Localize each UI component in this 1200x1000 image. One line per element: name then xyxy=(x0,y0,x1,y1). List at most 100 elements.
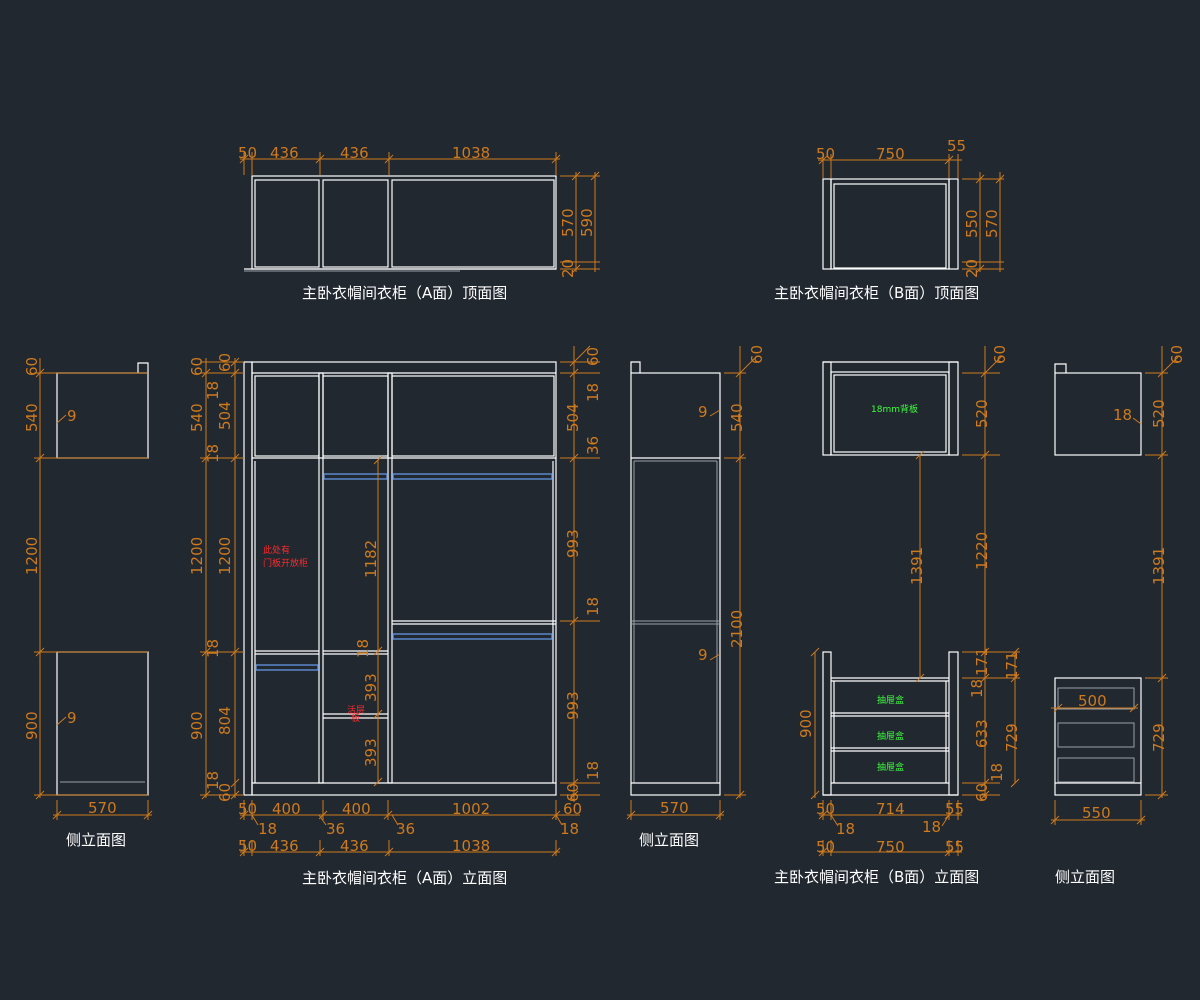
dim-text: 171 xyxy=(973,647,991,676)
dim-text: 18 xyxy=(204,639,222,658)
dim-text: 20 xyxy=(963,259,981,278)
dim-text: 633 xyxy=(973,719,991,748)
dim-text: 60 xyxy=(23,357,41,376)
dim-text: 2100 xyxy=(728,610,746,648)
dim-text: 18 xyxy=(988,763,1006,782)
dim-text: 9 xyxy=(67,407,77,425)
dim-text: 1200 xyxy=(23,537,41,575)
caption-side-2: 侧立面图 xyxy=(639,831,699,849)
dim-text: 570 xyxy=(983,209,1001,238)
dim-text: 436 xyxy=(340,144,369,162)
note-open-cabinet: 门板开放柜 xyxy=(263,557,308,569)
dim-text: 9 xyxy=(67,709,77,727)
caption-a-top: 主卧衣帽间衣柜（A面）顶面图 xyxy=(302,284,507,302)
dim-text: 18 xyxy=(836,820,855,838)
dim-text: 504 xyxy=(216,401,234,430)
dim-text: 900 xyxy=(188,711,206,740)
caption-b-elev: 主卧衣帽间衣柜（B面）立面图 xyxy=(774,868,979,886)
dim-text: 1220 xyxy=(973,532,991,570)
dim-text: 1200 xyxy=(216,537,234,575)
dim-text: 436 xyxy=(270,144,299,162)
dim-text: 436 xyxy=(340,837,369,855)
dim-text: 55 xyxy=(947,137,966,155)
note-backboard: 18mm背板 xyxy=(871,403,918,415)
dim-text: 50 xyxy=(238,800,257,818)
dim-text: 1391 xyxy=(908,547,926,585)
dim-text: 9 xyxy=(698,403,708,421)
dim-text: 50 xyxy=(816,145,835,163)
dim-text: 18 xyxy=(560,820,579,838)
hanging-rod xyxy=(392,633,553,640)
dim-text: 540 xyxy=(188,403,206,432)
b-face-elevation: 18mm背板 抽屉盒 抽屉盒 抽屉盒 1391 900 xyxy=(774,345,1021,886)
dim-text: 36 xyxy=(584,436,602,455)
hanging-rod xyxy=(323,473,388,480)
caption-b-top: 主卧衣帽间衣柜（B面）顶面图 xyxy=(774,284,979,302)
dim-text: 60 xyxy=(216,353,234,372)
dim-text: 18 xyxy=(584,383,602,402)
dim-text: 900 xyxy=(797,709,815,738)
note-shelf: 板 xyxy=(351,712,360,724)
dim-text: 55 xyxy=(945,838,964,856)
note-drawer: 抽屉盒 xyxy=(877,761,904,773)
side-view-1: 60 540 1200 900 9 9 570 侧立面图 xyxy=(23,357,153,849)
dim-text: 36 xyxy=(326,820,345,838)
dim-text: 1182 xyxy=(362,540,380,578)
dim-text: 750 xyxy=(876,838,905,856)
caption-side-1: 侧立面图 xyxy=(66,831,126,849)
dim-text: 60 xyxy=(1168,345,1186,364)
dim-text: 1038 xyxy=(452,837,490,855)
dim-text: 804 xyxy=(216,706,234,735)
dim-text: 9 xyxy=(698,646,708,664)
dim-text: 50 xyxy=(816,838,835,856)
dim-text: 20 xyxy=(559,259,577,278)
b-face-top-view: 50 750 55 550 570 20 主卧衣帽间衣柜（B面）顶面图 xyxy=(774,137,1005,302)
dim-text: 18 xyxy=(204,381,222,400)
dim-text: 60 xyxy=(564,783,582,802)
dim-text: 1038 xyxy=(452,144,490,162)
dim-text: 60 xyxy=(748,345,766,364)
a-face-top-view: 50 436 436 1038 570 590 20 主卧衣帽间衣柜（A面）顶面… xyxy=(238,144,600,302)
dim-text: 36 xyxy=(396,820,415,838)
a-face-elevation: 此处有 门板开放柜 活层 板 60 540 1200 900 60 18 504… xyxy=(188,345,602,887)
dim-text: 60 xyxy=(584,347,602,366)
dim-text: 60 xyxy=(188,357,206,376)
dim-text: 750 xyxy=(876,145,905,163)
dim-text: 18 xyxy=(204,444,222,463)
note-drawer: 抽屉盒 xyxy=(877,694,904,706)
dim-text: 540 xyxy=(23,403,41,432)
dim-text: 60 xyxy=(991,345,1009,364)
dim-text: 60 xyxy=(973,783,991,802)
dim-text: 50 xyxy=(238,144,257,162)
dim-text: 520 xyxy=(973,399,991,428)
hanging-rod xyxy=(255,664,319,671)
dim-text: 550 xyxy=(1082,804,1111,822)
dim-text: 50 xyxy=(816,800,835,818)
dim-text: 18 xyxy=(204,771,222,790)
dim-text: 55 xyxy=(945,800,964,818)
dim-text: 18 xyxy=(922,818,941,836)
dim-text: 18 xyxy=(968,679,986,698)
dim-text: 500 xyxy=(1078,692,1107,710)
dim-text: 900 xyxy=(23,711,41,740)
dim-text: 18 xyxy=(258,820,277,838)
dim-text: 1391 xyxy=(1150,547,1168,585)
dim-text: 400 xyxy=(272,800,301,818)
note-drawer: 抽屉盒 xyxy=(877,730,904,742)
dim-text: 729 xyxy=(1003,723,1021,752)
dim-text: 50 xyxy=(238,837,257,855)
dim-text: 18 xyxy=(584,597,602,616)
dim-text: 18 xyxy=(584,761,602,780)
dim-text: 570 xyxy=(88,799,117,817)
caption-a-elev: 主卧衣帽间衣柜（A面）立面图 xyxy=(302,869,507,887)
dim-text: 393 xyxy=(362,738,380,767)
dim-text: 550 xyxy=(963,209,981,238)
dim-text: 18 xyxy=(1113,406,1132,424)
dim-text: 393 xyxy=(362,673,380,702)
dim-text: 1200 xyxy=(188,537,206,575)
note-open-cabinet: 此处有 xyxy=(263,544,290,556)
dim-text: 570 xyxy=(660,799,689,817)
dim-text: 60 xyxy=(563,800,582,818)
side-view-2: 60 9 540 9 2100 570 侧立面图 xyxy=(626,345,766,849)
